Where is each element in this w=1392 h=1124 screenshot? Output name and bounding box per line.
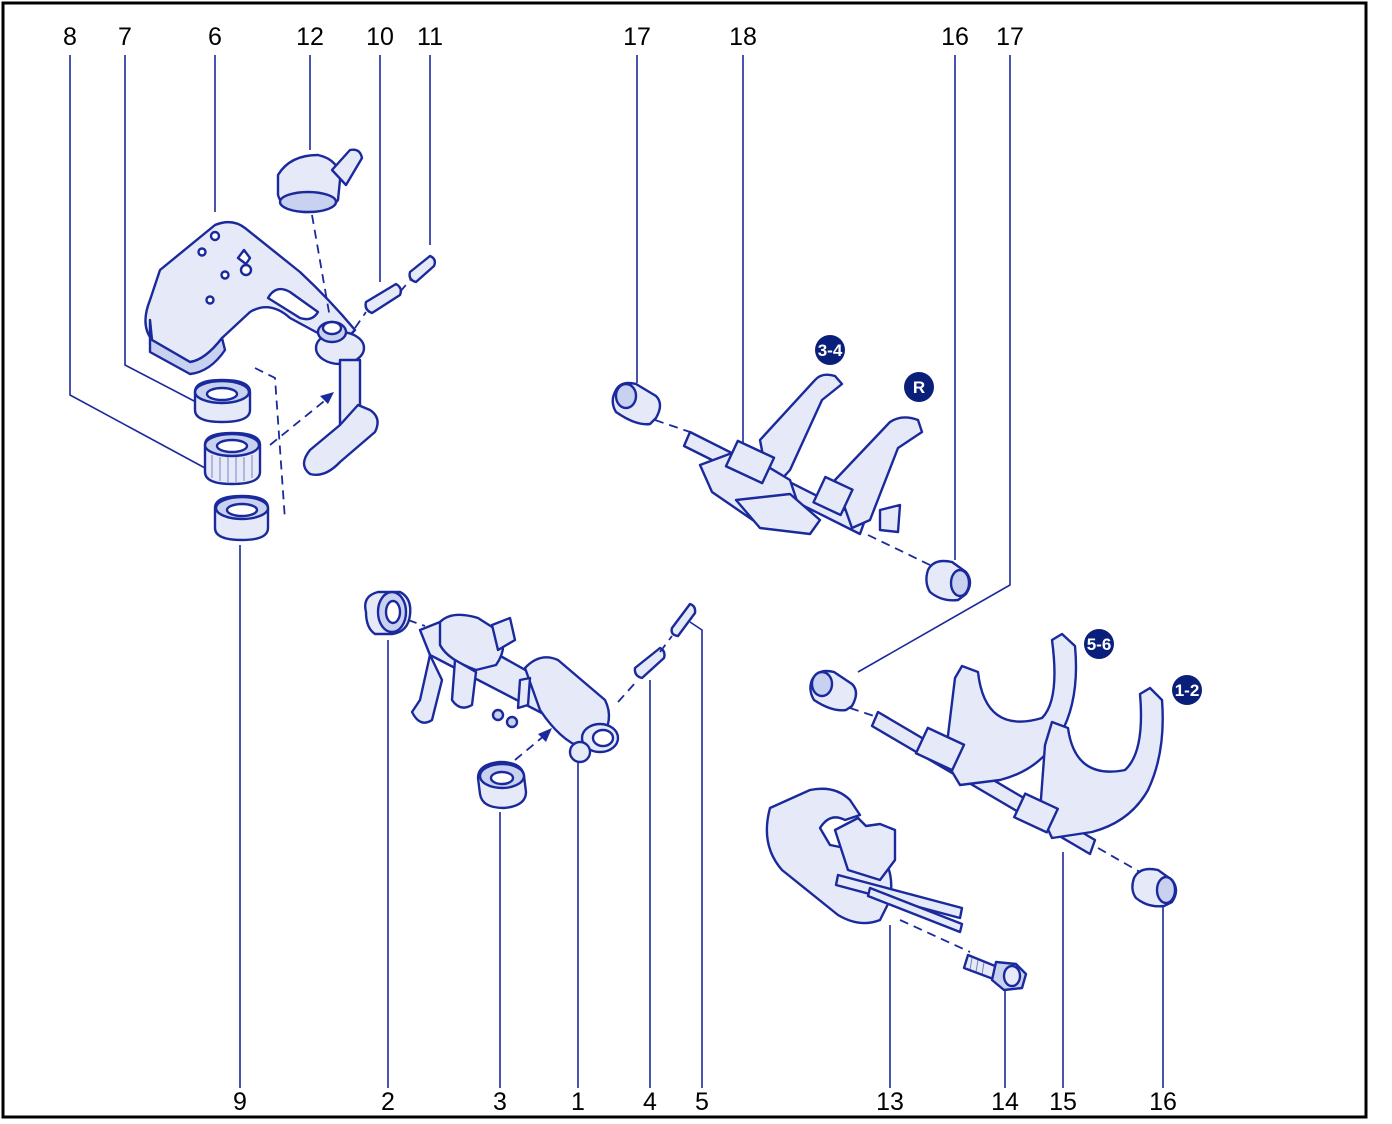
gear-badge-3-4: 3-4 [815,335,845,365]
fork-rail-56-12-assembly [809,632,1178,908]
selector-lever-assembly [144,148,437,542]
part-15-fork-12 [1012,686,1164,840]
callout-7: 7 [118,23,132,51]
callout-5: 5 [695,1088,709,1116]
part-14-bolt [962,953,1028,992]
part-4-pin [633,646,666,680]
part-11-pin [354,254,437,329]
callout-13: 13 [876,1088,904,1116]
gear-badge-5-6-text: 5-6 [1087,635,1112,654]
fork-rail-34-R-assembly [611,373,972,602]
callout-4: 4 [643,1088,657,1116]
part-9-bushing [213,494,270,542]
gear-badge-3-4-text: 3-4 [818,341,843,360]
part-1-shaft [410,613,620,764]
callout-14: 14 [991,1088,1019,1116]
callout-3: 3 [493,1088,507,1116]
interlock-assembly [765,787,1028,992]
selector-shaft-assembly [364,590,697,810]
gear-badge-1-2: 1-2 [1172,675,1202,705]
callout-9: 9 [233,1088,247,1116]
part-6-lever-plate [144,220,357,376]
callout-6: 6 [208,23,222,51]
callout-12: 12 [296,23,324,51]
callout-16b: 16 [1149,1088,1177,1116]
part-17a-sleeve [611,381,662,426]
part-2-bushing [364,590,412,636]
callout-2: 2 [381,1088,395,1116]
callout-17a: 17 [623,23,651,51]
part-18-fork-34 [698,373,844,536]
gear-badge-1-2-text: 1-2 [1175,681,1200,700]
part-8-needle-bearing [203,431,262,486]
part-10-pin [364,282,403,315]
callout-17b: 17 [996,23,1024,51]
part-15-fork-56 [914,632,1078,787]
callout-1: 1 [571,1088,585,1116]
callout-10: 10 [366,23,394,51]
part-7-bushing [193,378,252,424]
part-6-pivot-shaft [302,320,379,476]
bottom-callouts: 9 2 3 1 4 5 13 14 15 16 [233,1088,1177,1116]
part-5-pin [670,602,697,638]
gear-badge-R-text: R [913,378,925,397]
part-12-cap [276,148,364,319]
part-17b-sleeve [809,669,858,712]
callout-16a: 16 [941,23,969,51]
part-18-fork-R [812,416,924,534]
gear-badge-5-6: 5-6 [1084,629,1114,659]
gear-badge-R: R [904,372,934,402]
leader-lines [69,55,1164,1088]
diagram-border [1,1,1368,1119]
part-16a-sleeve [925,559,972,602]
part-16b-sleeve [1131,867,1178,908]
callout-8: 8 [63,23,77,51]
top-callouts: 8 7 6 12 10 11 17 18 16 17 [63,23,1024,51]
part-13-interlock-plate [765,787,964,934]
part-3-bushing [476,760,528,810]
callout-11: 11 [417,23,443,51]
callout-15: 15 [1049,1088,1077,1116]
callout-18: 18 [729,23,757,51]
